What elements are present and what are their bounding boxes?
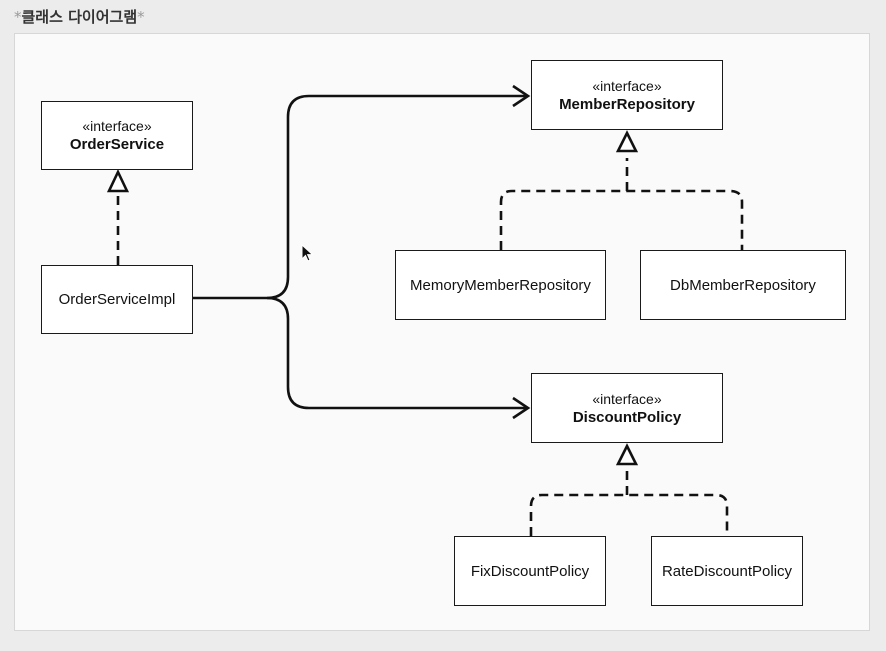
page-title: 클래스 다이어그램 [21, 8, 138, 26]
page-heading: *클래스 다이어그램* [14, 6, 145, 28]
class-box-discount-policy[interactable]: «interface» DiscountPolicy [531, 373, 723, 443]
diagram-canvas: «interface» OrderService OrderServiceImp… [14, 33, 870, 631]
class-name-label: OrderServiceImpl [58, 291, 176, 308]
realization-triangle-order-service [106, 168, 130, 193]
heading-asterisk-left: * [14, 8, 22, 26]
mouse-pointer-icon [301, 244, 314, 262]
class-name-label: DiscountPolicy [572, 408, 682, 426]
class-box-order-service[interactable]: «interface» OrderService [41, 101, 193, 170]
stereotype-label: «interface» [592, 390, 662, 407]
class-name-label: DbMemberRepository [670, 276, 816, 294]
class-name-label: MemberRepository [559, 95, 695, 113]
class-box-fix-discount-policy[interactable]: FixDiscountPolicy [454, 536, 606, 606]
realization-triangle-discount-policy [615, 443, 639, 466]
class-box-order-service-impl[interactable]: OrderServiceImpl [41, 265, 193, 334]
association-arrowhead-member-repository [512, 84, 531, 108]
stereotype-label: «interface» [592, 77, 662, 94]
stereotype-label: «interface» [82, 118, 152, 134]
class-name-label: FixDiscountPolicy [470, 562, 590, 580]
class-name-label: OrderService [69, 136, 165, 153]
class-box-rate-discount-policy[interactable]: RateDiscountPolicy [651, 536, 803, 606]
class-box-db-member-repository[interactable]: DbMemberRepository [640, 250, 846, 320]
class-box-member-repository[interactable]: «interface» MemberRepository [531, 60, 723, 130]
realization-triangle-member-repository [615, 130, 639, 153]
class-name-label: RateDiscountPolicy [661, 562, 793, 580]
diagram-connectors [106, 84, 744, 536]
class-box-memory-member-repository[interactable]: MemoryMemberRepository [395, 250, 606, 320]
heading-asterisk-right: * [137, 8, 145, 26]
realization-line-memory-member-repository [499, 189, 744, 250]
class-name-label: MemoryMemberRepository [410, 276, 591, 294]
association-line-to-discount-policy [266, 296, 527, 410]
association-line-to-member-repository [193, 94, 527, 300]
realization-line-fix-discount-policy [529, 493, 729, 536]
association-arrowhead-discount-policy [512, 396, 531, 420]
